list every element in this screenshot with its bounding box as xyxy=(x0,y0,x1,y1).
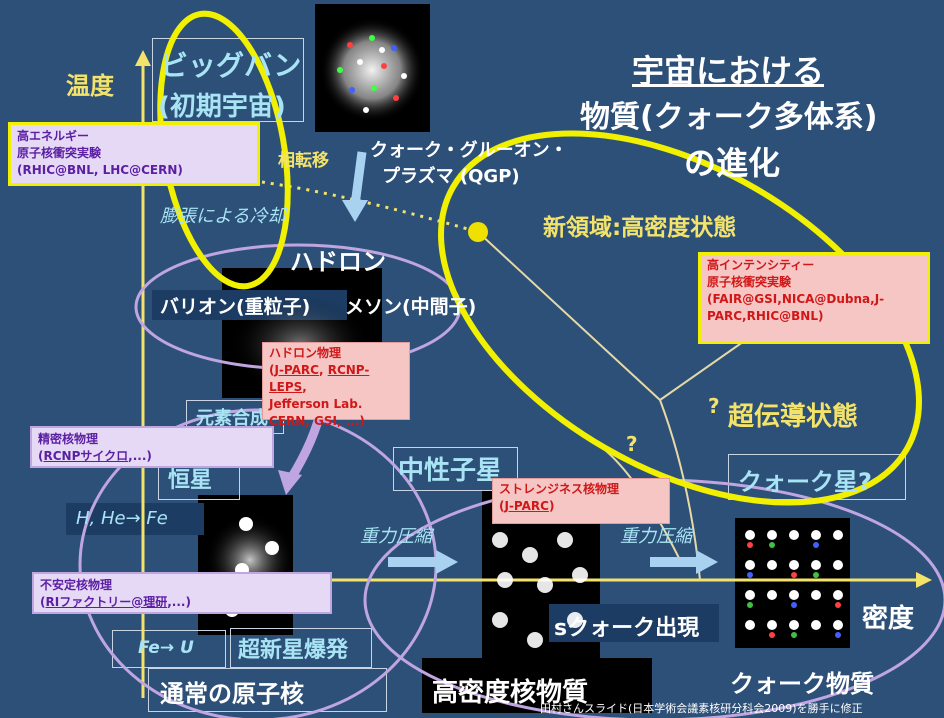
hadron-to-star-arrowhead xyxy=(278,470,302,495)
strangeness-line-1: ストレンジネス核物理 xyxy=(499,482,620,496)
hadron-physics-line-2: (J-PARC, RCNP-LEPS, xyxy=(269,363,370,394)
unstable-line-1: 不安定核物理 xyxy=(40,578,113,592)
h-he-fe-label: H, He→ Fe xyxy=(76,508,168,529)
gravity-label-1: 重力圧縮 xyxy=(360,526,432,547)
temperature-axis-arrowhead xyxy=(135,50,151,66)
meson-label: メソン(中間子) xyxy=(345,296,477,318)
high-intensity-line-4: PARC,RHIC@BNL) xyxy=(707,309,824,323)
gravity-arrow-2-head xyxy=(696,550,718,574)
quark-matter-grid xyxy=(745,530,843,638)
qgp-label-2: プラズマ (QGP) xyxy=(382,166,520,187)
hadron-physics-line-3: Jefferson Lab. xyxy=(269,397,363,411)
qgp-particles xyxy=(337,35,407,113)
qgp-label-1: クォーク・グルーオン・ xyxy=(370,140,568,161)
big-bang-label: ビッグバン xyxy=(160,49,302,82)
precision-line-2: (RCNPサイクロ,...) xyxy=(38,449,152,463)
high-intensity-line-2: 原子核衝突実験 xyxy=(707,275,792,289)
precision-box: 精密核物理 (RCNPサイクロ,...) xyxy=(30,426,274,468)
link-jparc-2[interactable]: J-PARC xyxy=(504,499,549,513)
hadron-label: ハドロン xyxy=(290,248,386,276)
link-rcnp[interactable]: RCNPサイクロ xyxy=(43,449,129,463)
link-jparc[interactable]: J-PARC xyxy=(274,363,319,377)
normal-nucleus-label: 通常の原子核 xyxy=(160,680,304,708)
neutron-star-label-box xyxy=(393,447,518,491)
question-mark-1: ? xyxy=(708,394,720,418)
dense-nuclear-label: 高密度核物質 xyxy=(432,678,589,708)
high-energy-box: 高エネルギー 原子核衝突実験 (RHIC@BNL, LHC@CERN) xyxy=(8,122,260,186)
qgp-glow xyxy=(320,18,424,122)
bigbang-label-box xyxy=(152,38,304,122)
quark-star-label: クォーク星? xyxy=(738,468,872,496)
fe-u-label-box xyxy=(112,630,226,668)
high-energy-line-1: 高エネルギー xyxy=(17,129,90,143)
s-quark-label: sクォーク出現 xyxy=(554,616,700,641)
superconducting-label: 超伝導状態 xyxy=(728,402,859,432)
strangeness-line-2: (J-PARC) xyxy=(499,499,555,513)
supernova-label-box xyxy=(230,628,372,668)
temperature-label: 温度 xyxy=(66,72,114,100)
cooling-arrowhead xyxy=(342,200,368,222)
cooling-arrow xyxy=(350,151,367,206)
dense-nuclear-label-bg xyxy=(422,658,652,713)
high-intensity-line-3: (FAIR@GSI,NICA@Dubna,J- xyxy=(707,292,885,306)
gravity-arrow-1-head xyxy=(436,550,458,574)
link-rcnp-leps[interactable]: RCNP-LEPS xyxy=(269,363,370,394)
neutron-star-particles xyxy=(492,532,588,648)
precision-line-1: 精密核物理 xyxy=(38,432,99,446)
unstable-line-2: (RIファクトリー@理研,...) xyxy=(40,595,191,609)
density-label: 密度 xyxy=(862,604,915,634)
high-energy-line-3: (RHIC@BNL, LHC@CERN) xyxy=(17,163,183,177)
quark-matter-label: クォーク物質 xyxy=(730,670,874,698)
credit-text: 田村さんスライド(日本学術会議素核研分科会2009)を勝手に修正 xyxy=(540,702,863,715)
link-ri-factory[interactable]: RIファクトリー@理研 xyxy=(45,595,168,609)
early-universe-label: (初期宇宙) xyxy=(158,92,286,122)
neutron-star-label: 中性子星 xyxy=(398,456,503,486)
high-intensity-box: 高インテンシティー 原子核衝突実験 (FAIR@GSI,NICA@Dubna,J… xyxy=(698,252,930,344)
elements-label: 元素合成 xyxy=(196,408,268,429)
unstable-box: 不安定核物理 (RIファクトリー@理研,...) xyxy=(32,572,332,614)
star-label: 恒星 xyxy=(168,468,213,493)
hadron-physics-box: ハドロン物理 (J-PARC, RCNP-LEPS, Jefferson Lab… xyxy=(262,342,410,428)
new-region-ellipse xyxy=(438,130,922,506)
cooling-label: 膨張による冷却 xyxy=(160,206,286,227)
baryon-label: バリオン(重粒子) xyxy=(160,296,311,318)
strangeness-box: ストレンジネス核物理 (J-PARC) xyxy=(492,478,670,524)
new-region-label: 新領域:高密度状態 xyxy=(543,215,737,241)
critical-line-upper xyxy=(477,231,661,401)
hadron-physics-line-4: CERN, GSI, ...) xyxy=(269,414,365,428)
critical-point xyxy=(468,222,488,242)
gravity-label-2: 重力圧縮 xyxy=(620,526,692,547)
title-line-2: 物質(クォーク多体系) xyxy=(580,100,878,135)
phase-transition-label: 相転移 xyxy=(278,151,329,171)
normal-nucleus-label-box xyxy=(148,668,387,712)
question-mark-2: ? xyxy=(626,432,638,456)
supernova-label: 超新星爆発 xyxy=(238,638,349,663)
title-line-1: 宇宙における xyxy=(632,52,825,90)
hadron-physics-line-1: ハドロン物理 xyxy=(269,346,342,360)
high-energy-line-2: 原子核衝突実験 xyxy=(17,146,102,160)
high-intensity-line-1: 高インテンシティー xyxy=(707,258,815,272)
fe-u-label: Fe→ U xyxy=(138,638,194,658)
title-line-3: の進化 xyxy=(684,144,781,182)
density-axis-arrowhead xyxy=(916,572,932,588)
